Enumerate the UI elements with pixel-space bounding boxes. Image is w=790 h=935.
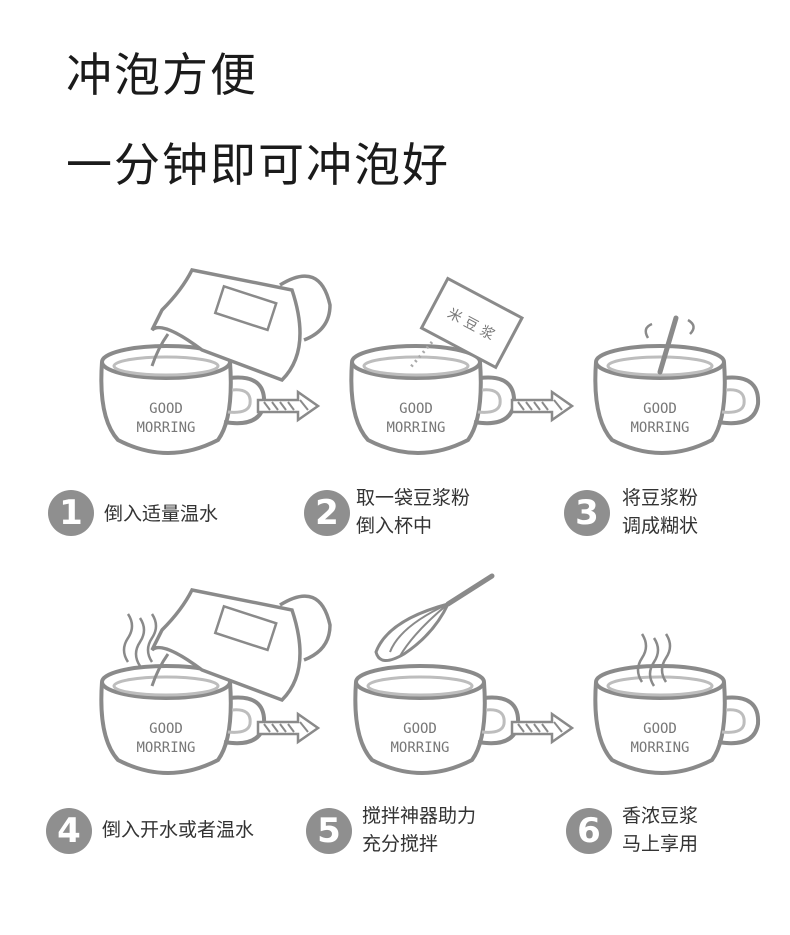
mug-label-good: GOOD bbox=[403, 721, 437, 737]
mug-label-good: GOOD bbox=[643, 401, 677, 417]
arrow-icon bbox=[512, 392, 572, 420]
step-badge-3: 3 bbox=[564, 490, 610, 536]
whisk-icon bbox=[376, 576, 492, 661]
mug-label-good: GOOD bbox=[399, 401, 433, 417]
mug-icon bbox=[595, 666, 758, 773]
mug-label-morring: MORRING bbox=[386, 420, 445, 436]
arrow-icon bbox=[512, 714, 572, 742]
step4-illustration: GOOD MORRING bbox=[101, 590, 330, 773]
mug-icon bbox=[595, 346, 758, 453]
step-line: 搅拌神器助力 bbox=[362, 802, 476, 830]
step-text-3: 将豆浆粉 调成糊状 bbox=[622, 484, 698, 540]
mug-label-good: GOOD bbox=[149, 721, 183, 737]
step1-illustration: GOOD MORRING bbox=[101, 270, 330, 453]
mug-icon bbox=[355, 666, 518, 773]
step-line: 充分搅拌 bbox=[362, 830, 476, 858]
mug-label-morring: MORRING bbox=[136, 420, 195, 436]
step-line: 调成糊状 bbox=[622, 512, 698, 540]
step-line: 香浓豆浆 bbox=[622, 802, 698, 830]
steam-icon bbox=[124, 614, 156, 666]
step2-illustration: GOOD MORRING 米 豆 浆 bbox=[351, 278, 522, 453]
mug-label-morring: MORRING bbox=[630, 740, 689, 756]
step-line: 倒入杯中 bbox=[356, 512, 470, 540]
step-badge-5: 5 bbox=[306, 808, 352, 854]
step-text-4: 倒入开水或者温水 bbox=[102, 816, 254, 844]
step-text-2: 取一袋豆浆粉 倒入杯中 bbox=[356, 484, 470, 540]
mug-label-good: GOOD bbox=[149, 401, 183, 417]
arrow-icon bbox=[258, 714, 318, 742]
mug-label-morring: MORRING bbox=[390, 740, 449, 756]
step5-illustration: GOOD MORRING bbox=[355, 576, 518, 773]
step-line: 将豆浆粉 bbox=[622, 484, 698, 512]
mug-label-morring: MORRING bbox=[630, 420, 689, 436]
step-text-1: 倒入适量温水 bbox=[104, 500, 218, 528]
step6-illustration: GOOD MORRING bbox=[595, 634, 758, 773]
step-text-6: 香浓豆浆 马上享用 bbox=[622, 802, 698, 858]
arrow-icon bbox=[258, 392, 318, 420]
step-badge-6: 6 bbox=[566, 808, 612, 854]
step-text-5: 搅拌神器助力 充分搅拌 bbox=[362, 802, 476, 858]
step-line: 马上享用 bbox=[622, 830, 698, 858]
mug-label-morring: MORRING bbox=[136, 740, 195, 756]
step-badge-2: 2 bbox=[304, 490, 350, 536]
mug-label-good: GOOD bbox=[643, 721, 677, 737]
step-line: 取一袋豆浆粉 bbox=[356, 484, 470, 512]
step-badge-1: 1 bbox=[48, 490, 94, 536]
step3-illustration: GOOD MORRING bbox=[595, 318, 758, 453]
step-badge-4: 4 bbox=[46, 808, 92, 854]
step-line: 倒入开水或者温水 bbox=[102, 816, 254, 844]
step-line: 倒入适量温水 bbox=[104, 500, 218, 528]
